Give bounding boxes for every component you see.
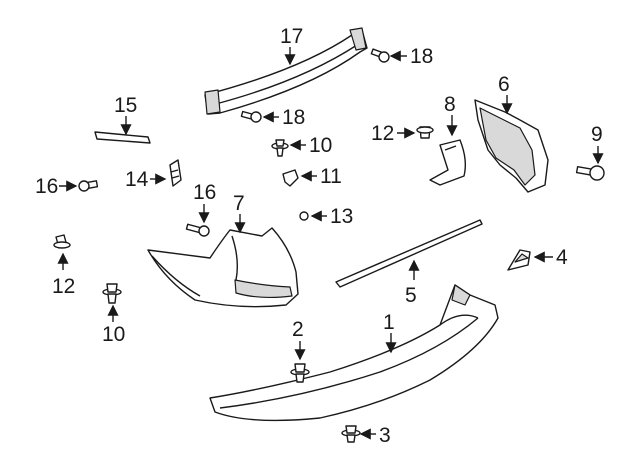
callout-15: 15 [114,94,137,117]
callout-7: 7 [233,192,245,215]
callout-14: 14 [125,168,149,191]
part-11-retainer[interactable] [282,169,299,187]
callout-4: 4 [556,246,568,269]
part-13-grommet[interactable] [299,211,309,221]
part-16-bolt-left[interactable] [78,180,99,192]
callout-3: 3 [379,424,391,447]
part-8-bracket[interactable] [429,139,467,186]
callout-5: 5 [405,284,417,307]
callout-9: 9 [591,123,603,146]
part-12-clip-left[interactable] [53,234,71,249]
callout-11: 11 [320,165,342,188]
part-2-clip[interactable] [290,363,310,383]
callout-18a: 18 [410,45,433,68]
part-12-clip-right[interactable] [416,126,434,139]
callout-8: 8 [444,93,456,116]
part-9-bolt-right[interactable] [575,165,605,181]
part-10-clip-left[interactable] [102,283,122,304]
part-10-clip-top[interactable] [271,139,289,157]
callout-12a: 12 [52,275,75,298]
callout-2: 2 [292,318,304,341]
part-6-inner-panel[interactable] [474,99,549,193]
part-15-trim-strip[interactable] [94,131,151,144]
callout-16a: 16 [35,175,58,198]
part-14-bracket[interactable] [169,159,182,187]
callout-16b: 16 [193,181,216,204]
callout-10a: 10 [309,134,332,157]
callout-13: 13 [330,205,353,228]
callout-6: 6 [498,73,510,96]
part-4-bracket[interactable] [507,249,531,271]
callout-12b: 12 [371,122,394,145]
part-18-bolt-top[interactable] [370,48,390,63]
part-1-bumper-cover[interactable] [209,284,499,422]
part-7-side-panel[interactable] [147,227,299,308]
part-18-bolt-lower[interactable] [240,110,262,123]
callout-17: 17 [280,25,303,48]
callout-1: 1 [383,311,395,334]
callout-18b: 18 [282,106,305,129]
part-17-reinforcement-bar[interactable] [204,27,368,115]
part-5-molding-strip[interactable] [335,219,483,288]
part-3-clip[interactable] [341,425,361,443]
callout-10b: 10 [102,323,125,346]
part-16-bolt-center[interactable] [185,223,210,237]
